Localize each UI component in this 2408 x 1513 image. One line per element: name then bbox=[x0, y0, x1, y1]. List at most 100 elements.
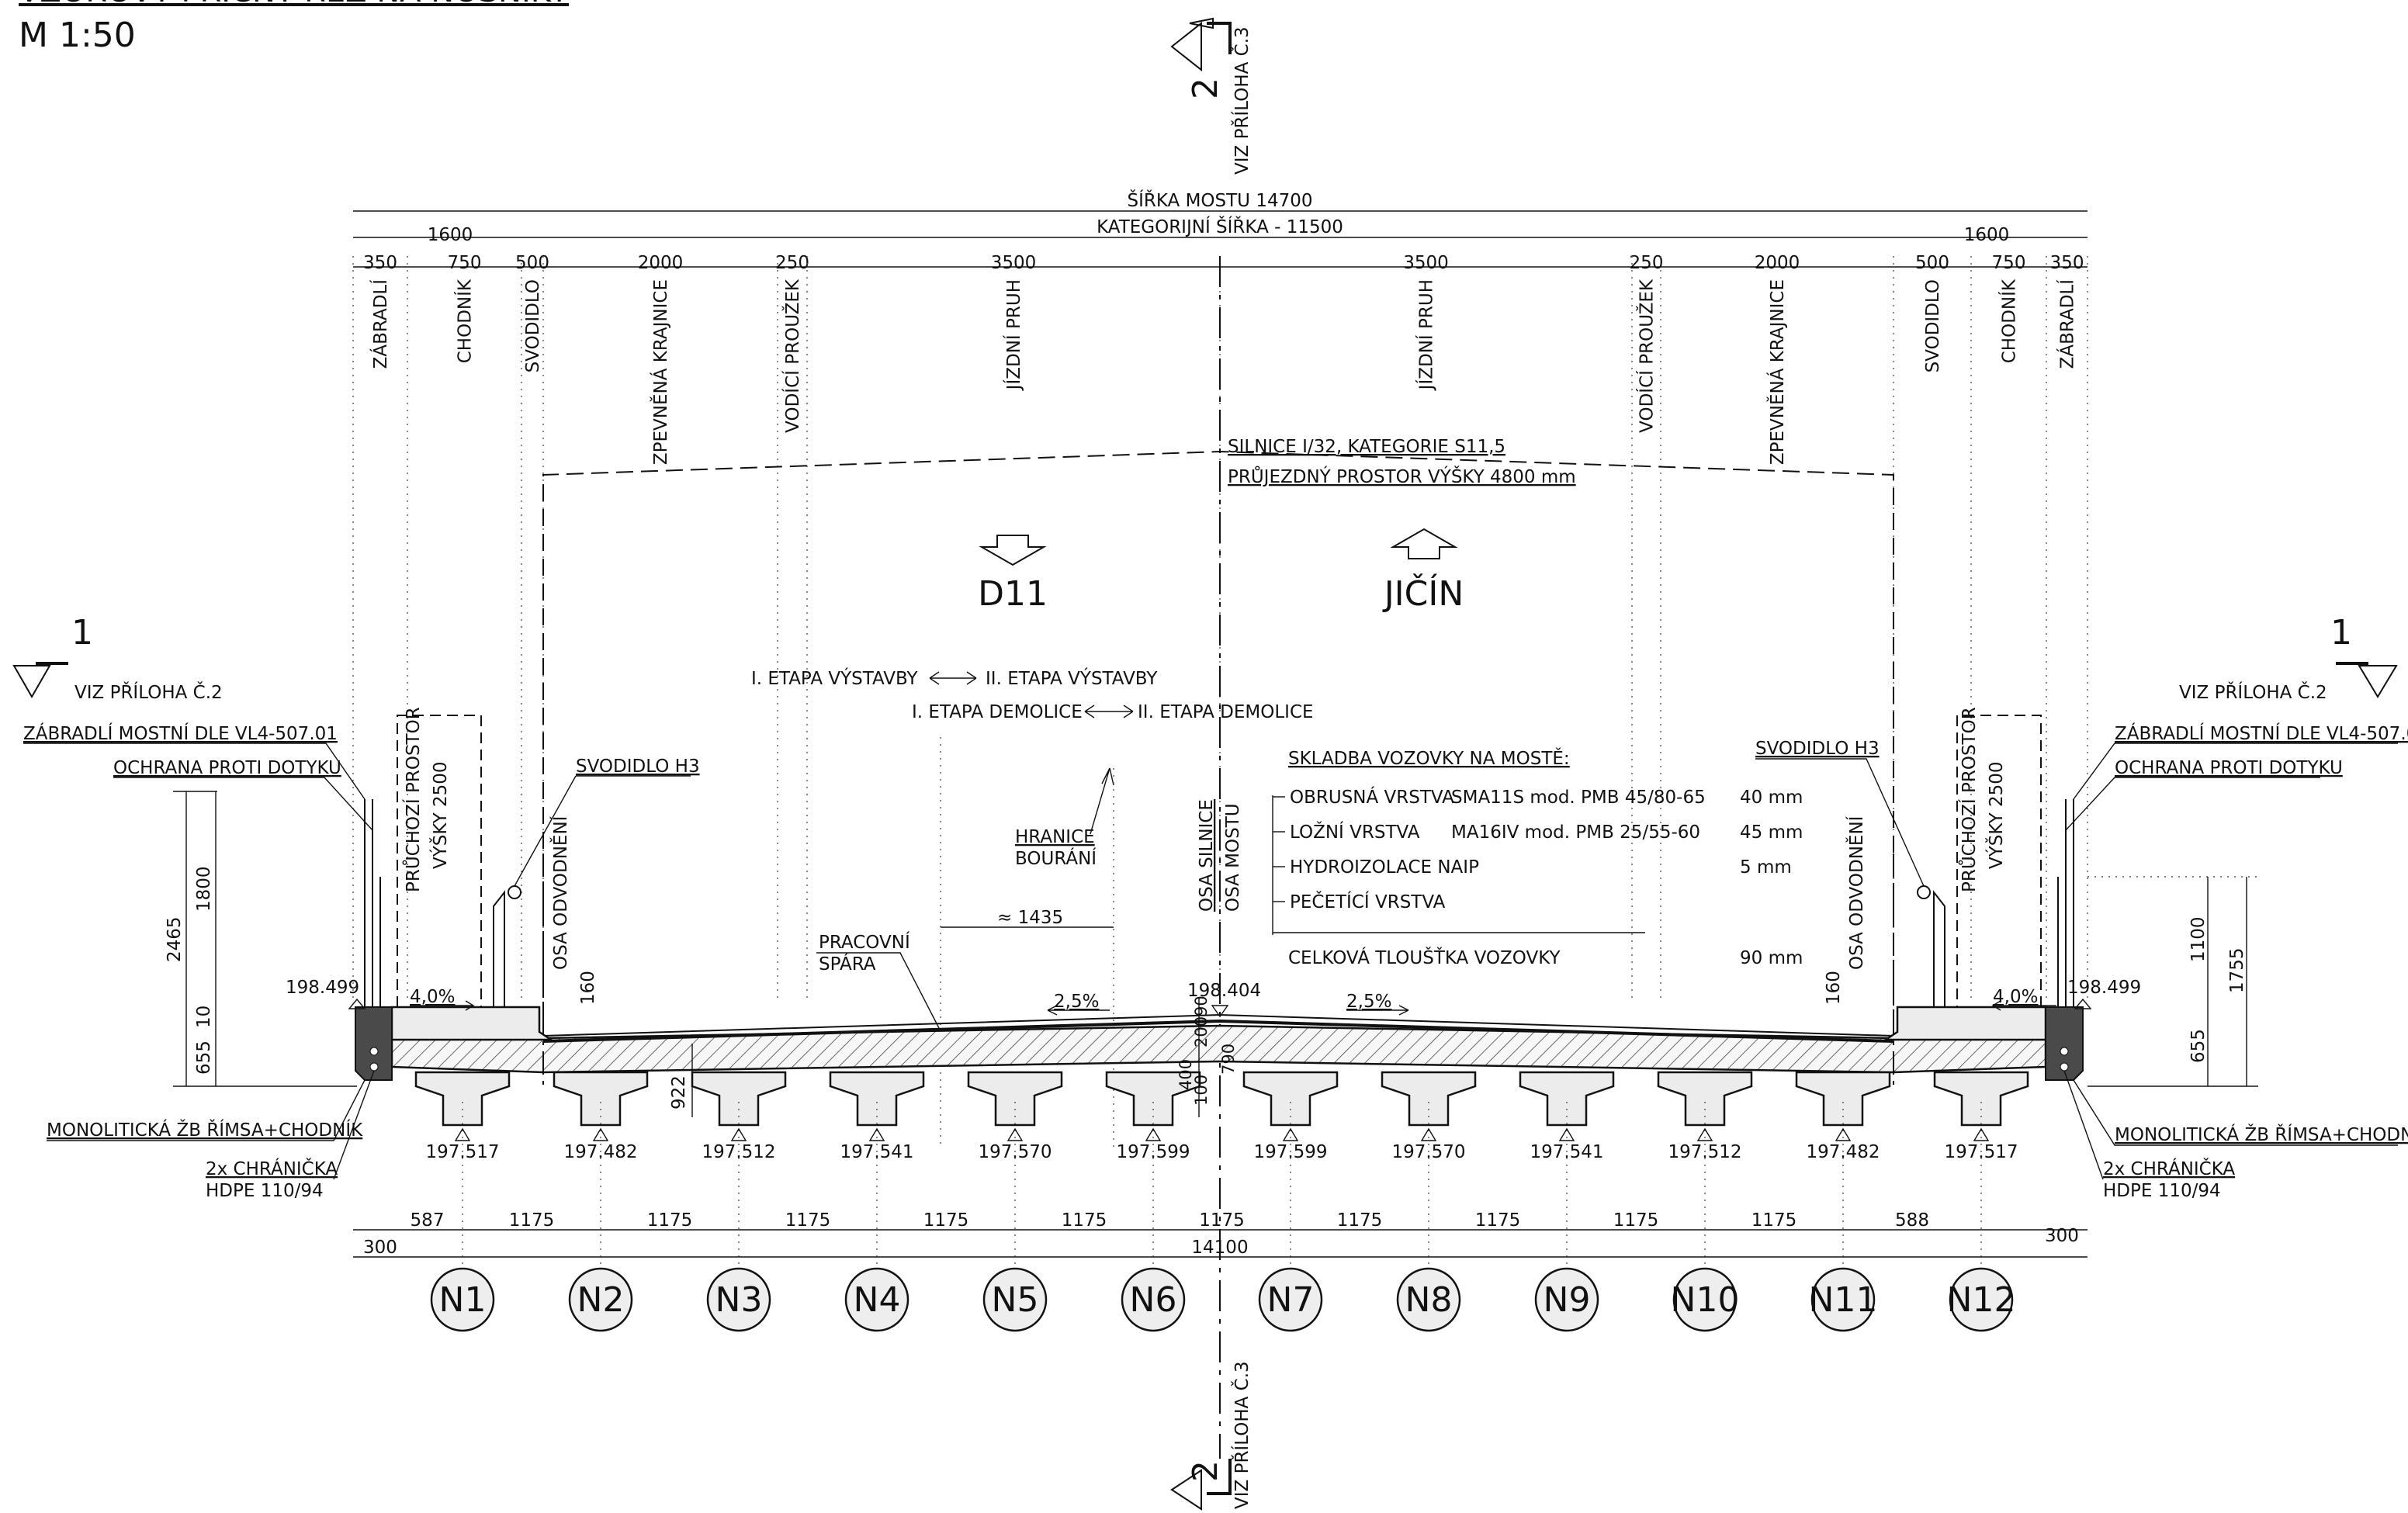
total-width-label: ŠÍŘKA MOSTU 14700 bbox=[1128, 189, 1313, 211]
section-number-left: 1 bbox=[71, 613, 93, 653]
left-dim-top: 1800 bbox=[194, 866, 214, 912]
elevation-marker bbox=[1145, 1127, 1162, 1141]
work-joint-1: PRACOVNÍ bbox=[819, 931, 910, 953]
pavement-layer-name: PEČETÍCÍ VRSTVA bbox=[1290, 891, 1446, 912]
center-dim: 100 bbox=[1192, 1075, 1211, 1106]
segment-dim: 350 bbox=[2050, 253, 2084, 273]
beam-label-circle bbox=[1534, 1267, 1599, 1332]
elevation-marker bbox=[1007, 1127, 1024, 1141]
pavement-total-label: CELKOVÁ TLOUŠŤKA VOZOVKY bbox=[1288, 947, 1561, 968]
beam-label: N1 bbox=[439, 1280, 487, 1320]
left-elevation: 198.499 bbox=[286, 978, 359, 998]
beam-section bbox=[829, 1071, 925, 1127]
beam-spacing: 1175 bbox=[1199, 1210, 1245, 1231]
left-edge-width: 1600 bbox=[428, 225, 473, 245]
beam-spacing: 1175 bbox=[1475, 1210, 1521, 1231]
stage-demo-1: I. ETAPA DEMOLICE bbox=[912, 702, 1083, 722]
right-dim-total: 1755 bbox=[2227, 947, 2247, 993]
stage-build-1: I. ETAPA VÝSTAVBY bbox=[751, 667, 919, 689]
beam-label-circle bbox=[568, 1267, 633, 1332]
stage-demo-2: II. ETAPA DEMOLICE bbox=[1138, 702, 1314, 722]
left-side-annotations: ZÁBRADLÍ MOSTNÍ DLE VL4-507.01 OCHRANA P… bbox=[23, 707, 700, 1201]
right-ducts-1: 2x CHRÁNIČKA bbox=[2103, 1158, 2235, 1179]
direction-right-label: JIČÍN bbox=[1382, 573, 1464, 614]
elevation-marker bbox=[730, 1127, 747, 1141]
beam-label-circle bbox=[1810, 1267, 1876, 1332]
section-number-bottom: 2 bbox=[1186, 1460, 1225, 1482]
demolition-border-1: HRANICE bbox=[1015, 827, 1095, 847]
beam-spacing: 1175 bbox=[1337, 1210, 1383, 1231]
left-drain-axis: OSA ODVODNĚNÍ bbox=[549, 815, 571, 970]
beam-label: N5 bbox=[992, 1280, 1039, 1320]
pavement-title: SKLADBA VOZOVKY NA MOSTĚ: bbox=[1288, 747, 1570, 769]
left-barrier-label: SVODIDLO H3 bbox=[576, 756, 700, 777]
beam-spacing: 1175 bbox=[1613, 1210, 1659, 1231]
zone-label: JÍZDNÍ PRUH bbox=[1003, 279, 1024, 391]
section-ref-left: VIZ PŘÍLOHA Č.2 bbox=[74, 681, 223, 703]
beam-label: N12 bbox=[1947, 1280, 2016, 1320]
zone-label: SVODIDLO bbox=[1923, 279, 1943, 372]
center-dim: 400 bbox=[1176, 1059, 1195, 1090]
beam-label-circle bbox=[844, 1267, 909, 1332]
segment-dim: 3500 bbox=[1403, 253, 1449, 273]
pavement-layer-name: LOŽNÍ VRSTVA bbox=[1290, 821, 1420, 843]
section-mark-left: 1 VIZ PŘÍLOHA Č.2 bbox=[12, 613, 223, 703]
crown-elevation: 198.404 bbox=[1187, 981, 1261, 1001]
segment-dim: 350 bbox=[363, 253, 397, 273]
zone-label: VODÍCÍ PROUŽEK bbox=[1636, 279, 1658, 433]
beam-depth: 922 bbox=[669, 1075, 689, 1110]
center-dim: 200 bbox=[1192, 1016, 1211, 1047]
direction-left: D11 bbox=[978, 535, 1048, 614]
beam-label-circle bbox=[706, 1267, 771, 1332]
direction-left-label: D11 bbox=[978, 574, 1048, 614]
pavement-layer-name: OBRUSNÁ VRSTVA bbox=[1290, 786, 1454, 808]
clearance-line-2: PRŮJEZDNÝ PROSTOR VÝŠKY 4800 mm bbox=[1228, 465, 1576, 487]
left-protection-label: OCHRANA PROTI DOTYKU bbox=[113, 758, 341, 778]
right-barrier-label: SVODIDLO H3 bbox=[1755, 739, 1880, 759]
beam-spacing: 1175 bbox=[923, 1210, 969, 1231]
segment-dim: 500 bbox=[515, 253, 549, 273]
slope-left: 2,5% bbox=[1054, 992, 1099, 1012]
section-mark-top: 2 VIZ PŘÍLOHA Č.3 bbox=[1170, 17, 1253, 175]
category-width-label: KATEGORIJNÍ ŠÍŘKA - 11500 bbox=[1097, 216, 1343, 237]
pavement-layer-spec: SMA11S mod. PMB 45/80-65 bbox=[1451, 788, 1706, 808]
left-dim-mid: 10 bbox=[194, 1006, 214, 1028]
beam-spacing: 1175 bbox=[785, 1210, 831, 1231]
section-mark-bottom: 2 VIZ PŘÍLOHA Č.3 bbox=[1170, 1361, 1253, 1511]
beam-label: N6 bbox=[1130, 1280, 1177, 1320]
center-dim: 790 bbox=[1219, 1044, 1238, 1075]
right-passage-1: PRŮCHOZÍ PROSTOR bbox=[1957, 707, 1980, 892]
beam-label-circle bbox=[1672, 1267, 1738, 1332]
section-number-top: 2 bbox=[1186, 78, 1225, 99]
left-ducts-1: 2x CHRÁNIČKA bbox=[206, 1158, 338, 1179]
segment-dim: 750 bbox=[1992, 253, 2026, 273]
segment-dim: 250 bbox=[1630, 253, 1664, 273]
stage-build-2: II. ETAPA VÝSTAVBY bbox=[986, 667, 1158, 689]
beam-elevation: 197.517 bbox=[1944, 1142, 2018, 1162]
clearance-line-1: SILNICE I/32, KATEGORIE S11,5 bbox=[1228, 437, 1505, 457]
elevation-marker bbox=[1420, 1127, 1437, 1141]
zone-label: CHODNÍK bbox=[454, 279, 476, 363]
left-passage-2: VÝŠKY 2500 bbox=[429, 761, 451, 869]
precast-beams bbox=[414, 1071, 2029, 1272]
stage-width: ≈ 1435 bbox=[997, 908, 1063, 928]
zone-label: SVODIDLO bbox=[523, 279, 543, 372]
right-ducts-2: HDPE 110/94 bbox=[2103, 1181, 2221, 1201]
elevation-marker bbox=[1558, 1127, 1575, 1141]
segment-dim: 250 bbox=[775, 253, 809, 273]
left-slope: 4,0% bbox=[410, 987, 455, 1007]
bridge-deck bbox=[355, 715, 2084, 1272]
elevation-marker bbox=[1835, 1127, 1852, 1141]
beam-section bbox=[1795, 1071, 1891, 1127]
elevation-marker bbox=[454, 1127, 471, 1141]
beam-spacing: 1175 bbox=[509, 1210, 555, 1231]
beam-label: N4 bbox=[854, 1280, 901, 1320]
section-ref-bottom: VIZ PŘÍLOHA Č.3 bbox=[1231, 1361, 1253, 1509]
